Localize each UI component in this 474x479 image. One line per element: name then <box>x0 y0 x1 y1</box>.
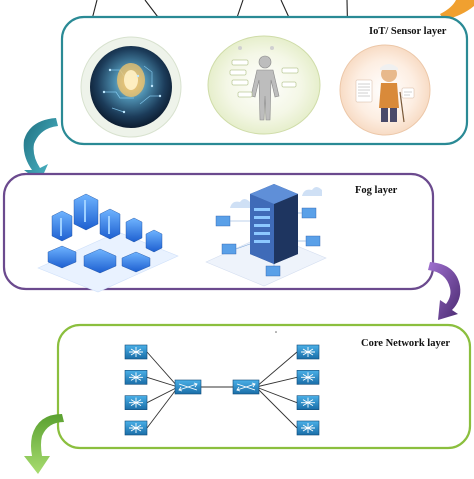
human-body-sensors-icon <box>207 35 321 135</box>
router-icon <box>296 420 320 436</box>
core-layer-title: Core Network layer <box>361 338 451 349</box>
router-icon <box>124 420 148 436</box>
elderly-person-monitoring-icon <box>339 44 431 136</box>
arrow-green-icon <box>24 414 64 474</box>
arrow-teal-icon <box>23 118 59 182</box>
arrow-orange-icon <box>440 0 474 20</box>
router-icon <box>124 370 148 385</box>
switch-icon <box>174 379 202 395</box>
ai-brain-circuit-icon <box>80 36 182 138</box>
router-icon <box>124 344 148 360</box>
core-layer-panel <box>56 323 472 450</box>
isometric-datacenter-icon <box>37 193 179 293</box>
router-icon <box>296 395 320 410</box>
arrow-purple-icon <box>428 262 461 320</box>
switch-icon <box>232 379 260 395</box>
network-devices <box>124 344 320 436</box>
network-links <box>146 351 298 429</box>
fog-layer-title: Fog layer <box>355 185 398 196</box>
router-icon <box>296 370 320 385</box>
router-icon <box>296 344 320 360</box>
router-icon <box>124 395 148 410</box>
iot-layer-title: IoT/ Sensor layer <box>369 26 447 37</box>
server-rack-network-icon <box>205 184 327 287</box>
